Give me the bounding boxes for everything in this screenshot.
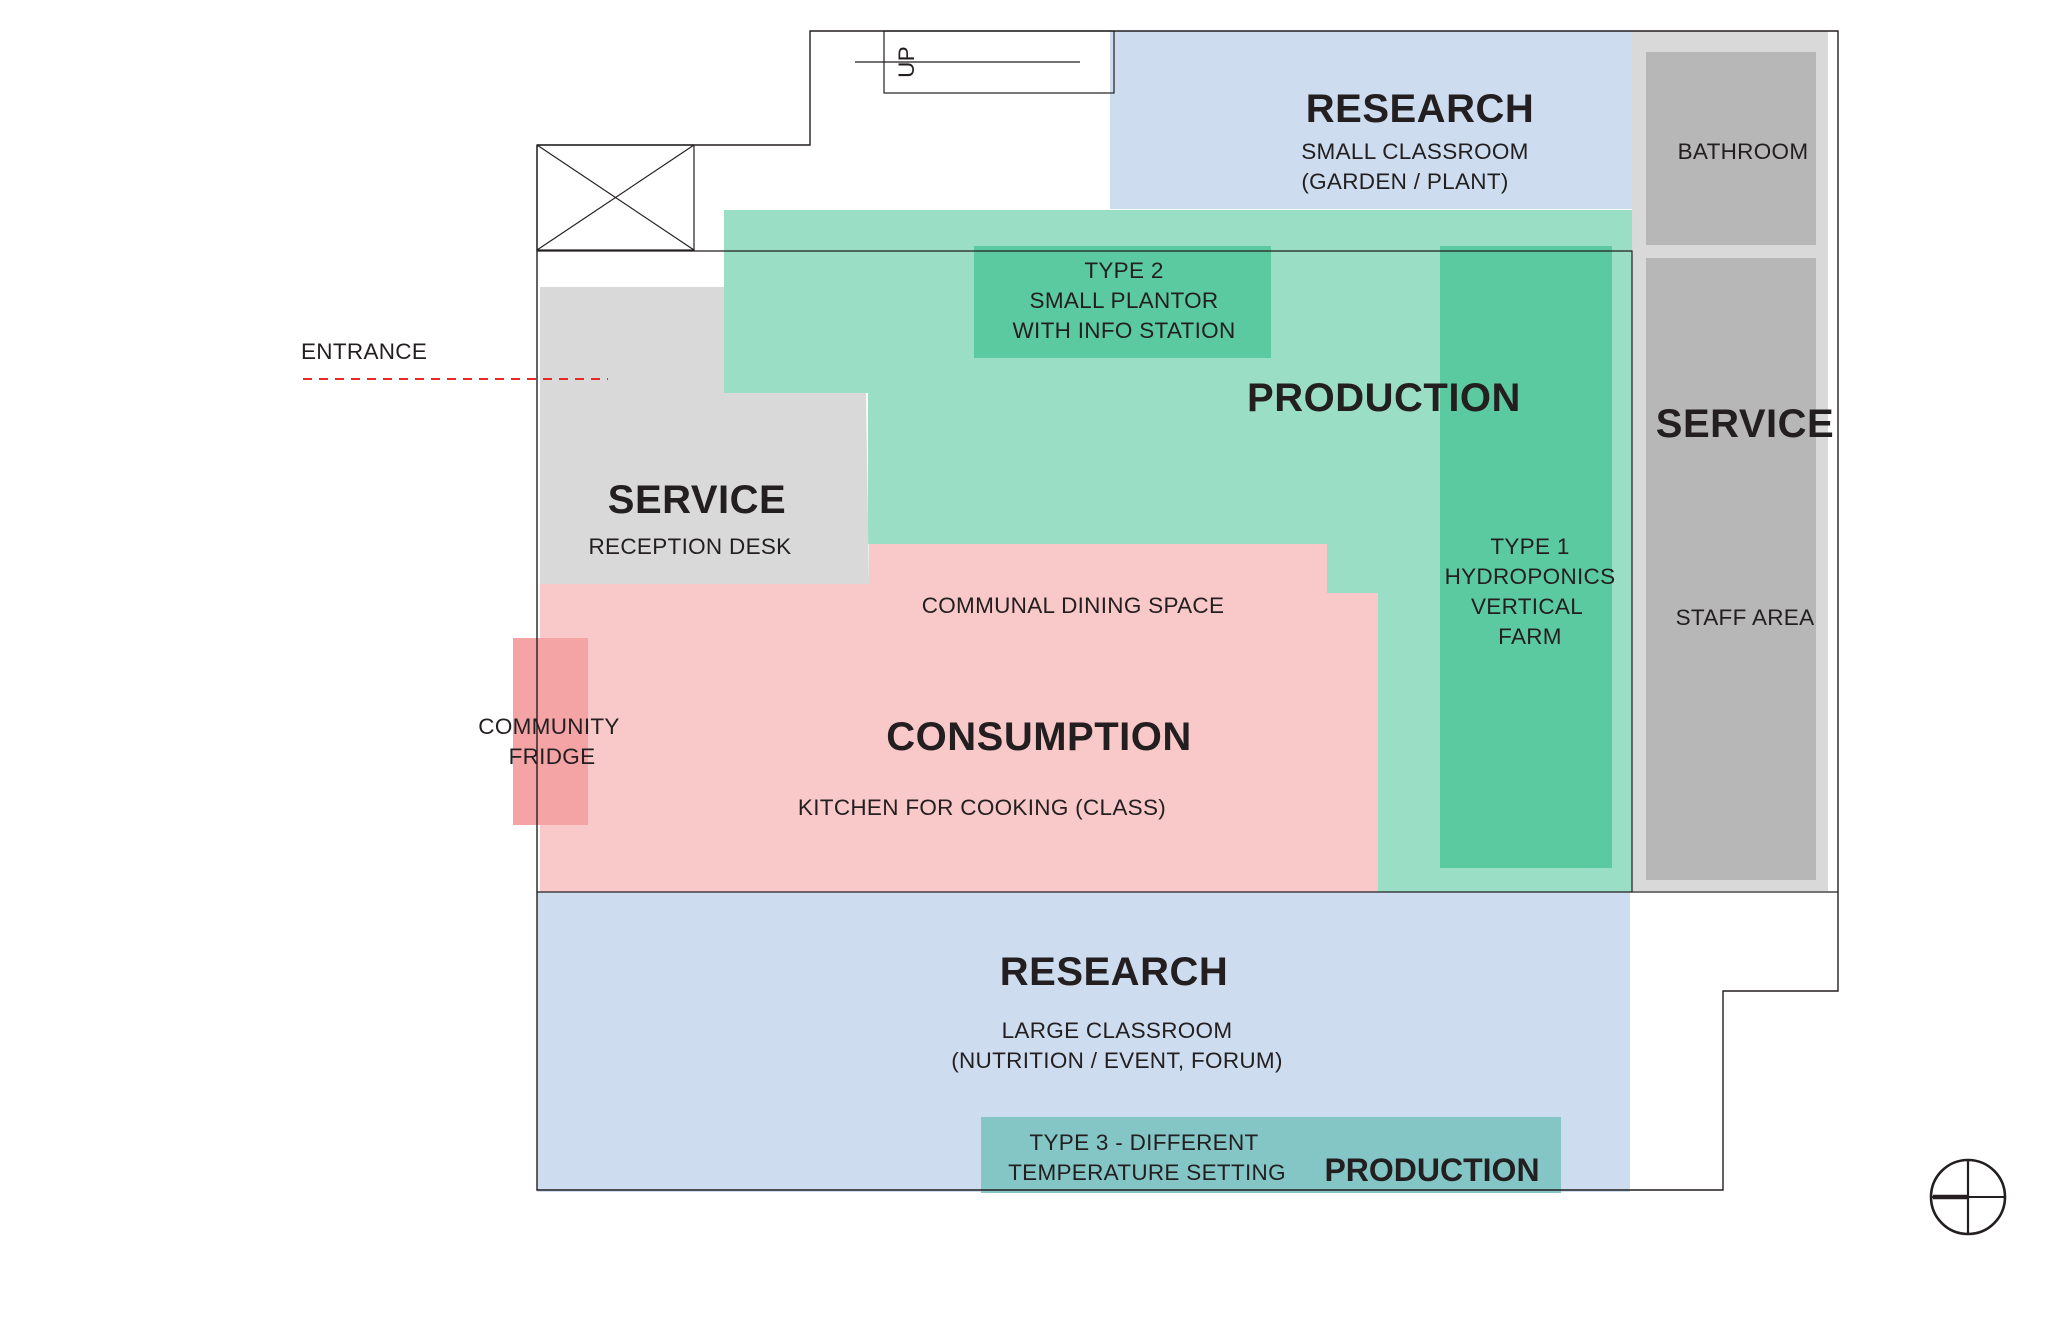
community-fridge-zone: [513, 638, 588, 825]
production-zone: [724, 210, 1632, 892]
type1-line1: TYPE 1: [1490, 534, 1569, 559]
consumption-heading: CONSUMPTION: [886, 715, 1192, 759]
consumption-zone: [540, 544, 1378, 892]
type2-line2: SMALL PLANTOR: [1030, 288, 1219, 313]
communal-dining-label: COMMUNAL DINING SPACE: [922, 593, 1225, 618]
upper-interior-wall: [537, 250, 1838, 893]
bathroom-label: BATHROOM: [1678, 139, 1809, 164]
void-cross-line: [536, 144, 695, 251]
type1-line3: VERTICAL: [1471, 594, 1583, 619]
entrance-label: ENTRANCE: [301, 339, 427, 364]
type3-production-zone: [981, 1117, 1561, 1193]
type3-production-heading: PRODUCTION: [1324, 1152, 1539, 1188]
bathroom-room: [1646, 52, 1816, 245]
type3-line2: TEMPERATURE SETTING: [1008, 1160, 1286, 1185]
research-top-zone: [1110, 31, 1632, 209]
type2-planter-zone: [974, 246, 1271, 358]
type1-line4: FARM: [1498, 624, 1562, 649]
community-fridge-line1: COMMUNITY: [478, 714, 619, 739]
staff-area-room: [1646, 258, 1816, 880]
research-top-line1: SMALL CLASSROOM: [1301, 139, 1528, 164]
type2-line1: TYPE 2: [1084, 258, 1163, 283]
stair-up-label: UP: [894, 46, 919, 78]
research-bottom-line2: (NUTRITION / EVENT, FORUM): [951, 1048, 1283, 1073]
kitchen-label: KITCHEN FOR COOKING (CLASS): [798, 795, 1166, 820]
research-bottom-line1: LARGE CLASSROOM: [1002, 1018, 1233, 1043]
service-right-heading: SERVICE: [1656, 402, 1834, 446]
void-box: [536, 144, 695, 251]
type1-vertical-farm-zone: [1440, 246, 1612, 868]
research-top-line2: (GARDEN / PLANT): [1301, 169, 1508, 194]
service-left-heading: SERVICE: [608, 478, 786, 522]
type3-line1: TYPE 3 - DIFFERENT: [1029, 1130, 1258, 1155]
production-heading: PRODUCTION: [1247, 376, 1521, 420]
staff-area-label: STAFF AREA: [1676, 605, 1815, 630]
compass-icon: [1929, 1158, 2007, 1236]
building-outline: [536, 30, 1839, 1191]
community-fridge-line2: FRIDGE: [509, 744, 596, 769]
type2-line3: WITH INFO STATION: [1013, 318, 1236, 343]
type1-line2: HYDROPONICS: [1445, 564, 1616, 589]
research-top-heading: RESEARCH: [1306, 87, 1534, 131]
reception-desk-label: RECEPTION DESK: [589, 534, 792, 559]
research-bottom-heading: RESEARCH: [1000, 950, 1228, 994]
service-left-zone: [540, 287, 869, 584]
